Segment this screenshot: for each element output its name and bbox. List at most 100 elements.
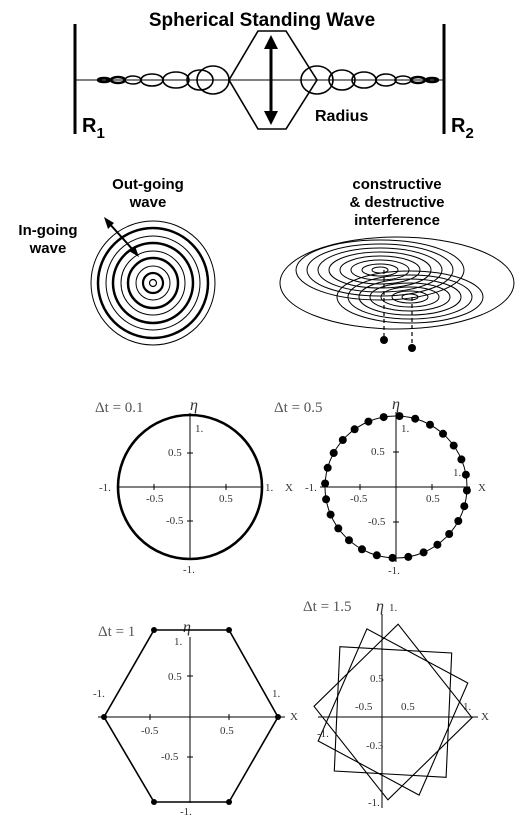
plot2-sample-point [445, 530, 454, 538]
plot2-sample-point [334, 524, 343, 533]
wave-direction-arrow [104, 217, 139, 257]
plot4-tick-x-half: 0.5 [401, 701, 415, 713]
plot2-sample-points [321, 412, 471, 562]
plot4-tick-y-bottom: -1. [368, 797, 380, 809]
plot1-tick-x-left: -1. [99, 482, 111, 494]
plot4-rotating-polygons [313, 623, 473, 801]
plot1-tick-x-mhalf: -0.5 [146, 493, 164, 505]
ingoing-label-line1: In-going [18, 222, 77, 239]
plot2-sample-point [364, 417, 373, 426]
plot4-polygon [333, 646, 453, 778]
plot4-tick-y-top: 1. [389, 602, 398, 614]
plot2-sample-point [404, 552, 413, 561]
plot2-sample-point [388, 553, 397, 562]
plot4-dt-label: Δt = 1.5 [303, 599, 352, 615]
plot2-tick-y-half: 0.5 [371, 446, 385, 458]
plot1-tick-x-half: 0.5 [219, 493, 233, 505]
plot1-tick-y-bottom: -1. [183, 564, 195, 576]
plot4-polygon [317, 628, 469, 796]
ripple-set-b [336, 270, 484, 324]
r1-label: R1 [82, 115, 105, 142]
plot2-sample-point [323, 463, 332, 472]
plot3-dt-label: Δt = 1 [98, 624, 135, 640]
plot1-dt-label: Δt = 0.1 [95, 400, 144, 416]
plot3-tick-y-bottom: -1. [180, 806, 192, 818]
plot-dt-1: Δt = 1 η 1. 0.5 -0.5 -1. -1. -0.5 0.5 1.… [93, 619, 298, 818]
plot1-ticks: 1. 0.5 -0.5 -1. -1. -0.5 0.5 1. X [99, 423, 293, 576]
plot2-sample-point [350, 425, 359, 434]
plot1-tick-y-top: 1. [195, 423, 204, 435]
plot2-dt-label: Δt = 0.5 [274, 400, 323, 416]
plot1-eta-label: η [190, 397, 198, 414]
plot3-tick-x-left: -1. [93, 688, 105, 700]
plot3-tick-y-half: 0.5 [168, 671, 182, 683]
plot2-tick-y-top: 1. [401, 423, 410, 435]
interference-panel: constructive & destructive interference [279, 176, 515, 352]
plot4-tick-y-mhalf: -0.3 [366, 740, 384, 752]
plot2-tick-x-half: 0.5 [426, 493, 440, 505]
source-drops [380, 270, 416, 352]
plot2-sample-point [379, 413, 388, 422]
plot2-ticks: 1. 0.5 -0.5 -1. -1. -0.5 0.5 1. X [305, 423, 486, 577]
plot3-tick-x-half: 0.5 [220, 725, 234, 737]
plot4-tick-x-left: -1. [317, 728, 329, 740]
plot2-tick-y-mhalf: -0.5 [368, 516, 386, 528]
plot2-tick-x-right: 1. [453, 467, 462, 479]
radius-label: Radius [315, 108, 368, 125]
plot2-sample-point [449, 441, 458, 450]
standing-wave-panel: Spherical Standing Wave Radius [73, 10, 474, 142]
plot2-sample-point [322, 495, 331, 504]
plot1-tick-y-mhalf: -0.5 [166, 515, 184, 527]
plot3-eta-label: η [183, 619, 191, 636]
plot4-polygon [313, 623, 473, 801]
plot-dt-0-1: Δt = 0.1 η 1. 0.5 -0.5 -1. -1. -0.5 0.5 … [95, 397, 293, 576]
interference-label-line1: constructive [352, 176, 441, 193]
outgoing-label-line2: wave [129, 194, 167, 211]
plot1-tick-y-half: 0.5 [168, 447, 182, 459]
plot2-sample-point [372, 551, 381, 560]
plot4-tick-x-right: 1. [463, 701, 472, 713]
plot2-sample-point [419, 548, 428, 557]
plot2-sample-point [358, 545, 366, 554]
plot2-sample-point [461, 470, 470, 479]
plot2-tick-y-bottom: -1. [388, 565, 400, 577]
plot1-x-label: X [285, 482, 293, 494]
r2-label: R2 [451, 115, 474, 142]
plot4-ticks: 1. 0.5 -0.3 -1. -1. -0.5 0.5 1. X [317, 602, 489, 809]
plot3-tick-x-mhalf: -0.5 [141, 725, 159, 737]
plot2-tick-x-mhalf: -0.5 [350, 493, 368, 505]
plot3-ticks: 1. 0.5 -0.5 -1. -1. -0.5 0.5 1. X [93, 636, 298, 818]
plot2-sample-point [460, 502, 469, 511]
standing-wave-title: Spherical Standing Wave [149, 10, 375, 31]
plot2-sample-point [454, 517, 463, 525]
plot2-eta-label: η [392, 396, 400, 413]
plot1-orbit [116, 413, 264, 561]
plot2-sample-point [321, 479, 330, 488]
plot2-sample-point [411, 414, 420, 423]
plot4-x-label: X [481, 711, 489, 723]
plot2-sample-point [457, 455, 466, 464]
outgoing-label-line1: Out-going [112, 176, 184, 193]
plot2-sample-point [433, 540, 442, 549]
plot1-tick-x-right: 1. [265, 482, 274, 494]
interference-label-line2: & destructive [349, 194, 444, 211]
plot3-hexagon [103, 629, 279, 803]
ingoing-label-line2: wave [29, 240, 67, 257]
ripple-set-a [295, 239, 465, 301]
plot3-vertices [101, 627, 281, 805]
plot-dt-0-5: Δt = 0.5 η 1. 0.5 -0.5 -1. -1. -0.5 0.5 … [274, 396, 486, 577]
plot-dt-1-5: Δt = 1.5 η 1. 0.5 -0.3 -1. -1. -0.5 0.5 … [303, 598, 489, 809]
plot3-tick-x-right: 1. [272, 688, 281, 700]
plot2-sample-point [338, 436, 347, 444]
wave-lobes [96, 30, 440, 130]
plot2-sample-point [462, 486, 471, 495]
plot4-tick-y-half: 0.5 [370, 673, 384, 685]
plot2-x-label: X [478, 482, 486, 494]
plot4-tick-x-mhalf: -0.5 [355, 701, 373, 713]
plot2-sample-point [345, 536, 353, 545]
plot2-sample-point [395, 412, 404, 421]
concentric-rings [90, 220, 216, 346]
source-b-dot [408, 344, 416, 352]
plot3-x-label: X [290, 711, 298, 723]
